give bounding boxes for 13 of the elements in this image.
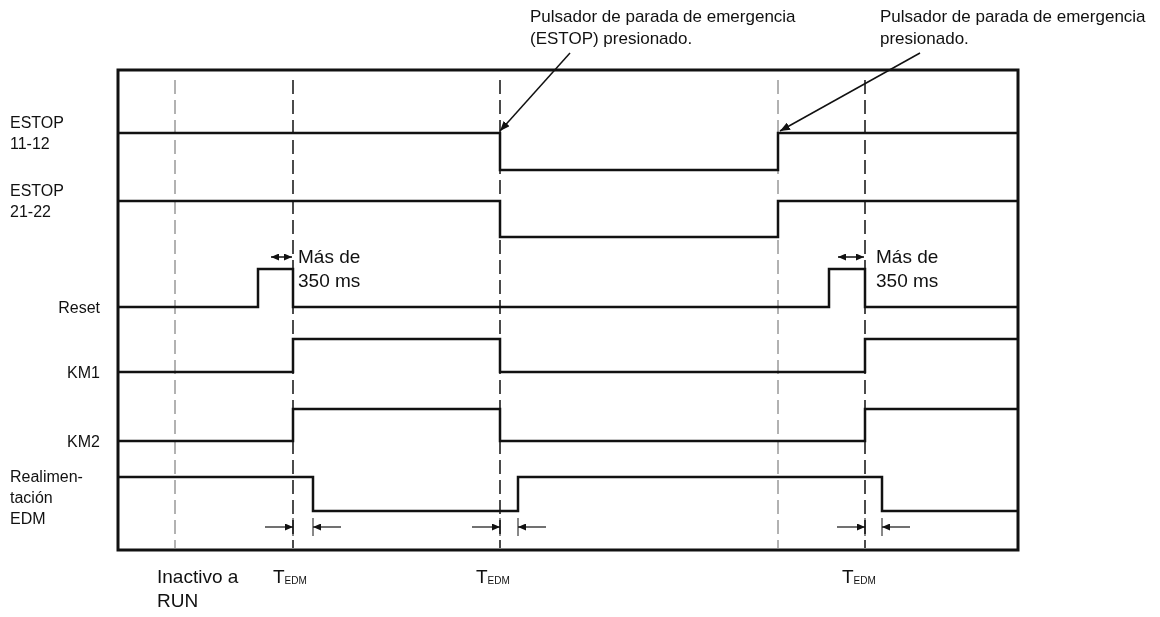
signal-name: ESTOP 11-12 bbox=[10, 113, 65, 154]
leader-line bbox=[499, 52, 571, 132]
timing-note: Más de 350 ms bbox=[298, 245, 362, 293]
signal-name: ESTOP 21-22 bbox=[10, 181, 65, 222]
signal-name: KM1 bbox=[66, 363, 100, 383]
signal-name: KM2 bbox=[66, 432, 100, 452]
timing-note: Más de 350 ms bbox=[876, 245, 940, 293]
phase-label: Inactivo a RUN bbox=[157, 565, 240, 613]
callout-text: Pulsador de parada de emergencia (ESTOP) presionado. bbox=[530, 6, 830, 50]
leader-line bbox=[779, 52, 921, 132]
signal-name: Realimen- tación EDM bbox=[10, 467, 80, 529]
callout-text: Pulsador de parada de emergencia presionado. bbox=[880, 6, 1155, 50]
signal-name: Reset bbox=[57, 298, 100, 318]
